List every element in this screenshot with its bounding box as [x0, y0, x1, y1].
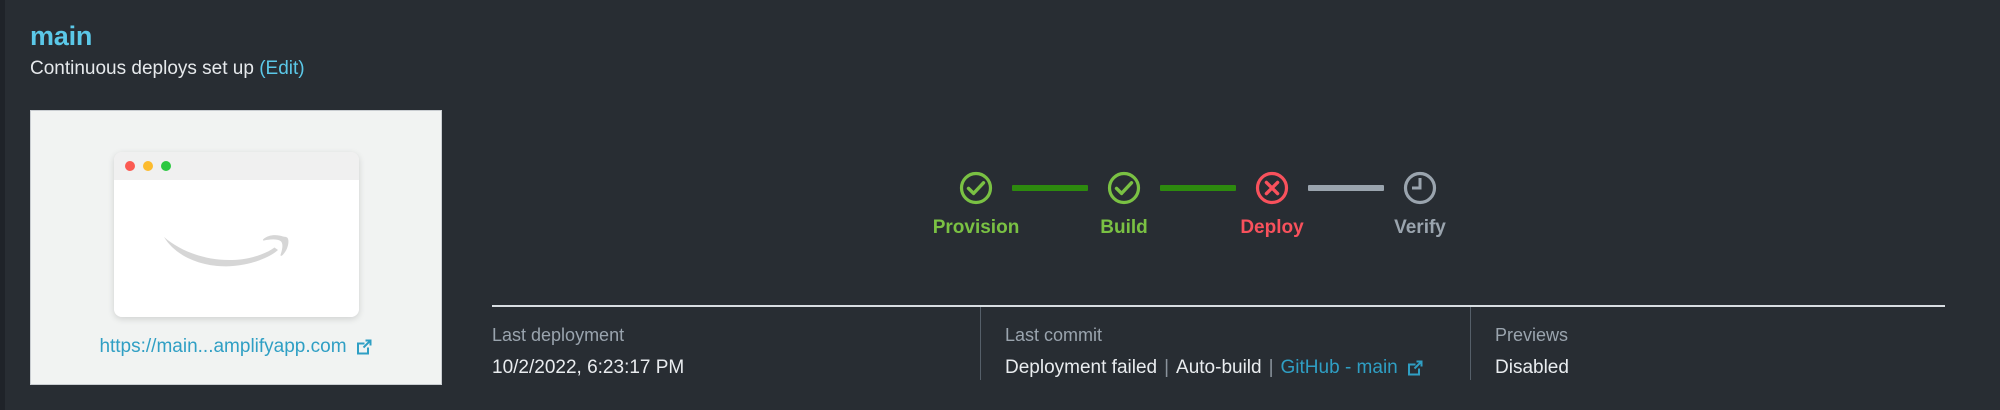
detail-last-deployment: Last deployment 10/2/2022, 6:23:17 PM — [492, 307, 980, 380]
detail-value-last-deployment: 10/2/2022, 6:23:17 PM — [492, 357, 685, 378]
commit-separator-2: | — [1268, 357, 1274, 378]
external-link-icon[interactable] — [355, 338, 373, 356]
branch-subtitle: Continuous deploys set up (Edit) — [30, 57, 730, 81]
pipeline-stage-label-provision: Provision — [932, 217, 1020, 238]
browser-viewport — [113, 180, 359, 317]
detail-label-last-commit: Last commit — [1005, 325, 1103, 345]
check-circle-icon — [958, 170, 994, 206]
check-circle-icon — [1106, 170, 1142, 206]
preview-url-link[interactable]: https://main...amplifyapp.com — [99, 336, 347, 357]
commit-message: Deployment failed — [1005, 357, 1158, 378]
pipeline-stage-label-verify: Verify — [1394, 217, 1446, 238]
clock-icon — [1402, 170, 1438, 206]
window-minimize-dot-icon — [142, 161, 153, 171]
deployment-details-row: Last deployment 10/2/2022, 6:23:17 PM La… — [492, 305, 1945, 380]
deployment-pipeline: Provision Build Deploy — [933, 170, 1456, 239]
left-edge-strip — [0, 0, 5, 410]
pipeline-stage-label-build: Build — [1100, 217, 1148, 238]
branch-header: main Continuous deploys set up (Edit) — [30, 20, 730, 81]
pipeline-stage-deploy[interactable]: Deploy — [1236, 170, 1308, 239]
pipeline-connector-2 — [1160, 185, 1236, 191]
detail-value-previews: Disabled — [1495, 357, 1569, 378]
pipeline-stage-build[interactable]: Build — [1088, 170, 1160, 239]
browser-window-mockup — [113, 152, 359, 317]
x-circle-icon — [1254, 170, 1290, 206]
window-close-dot-icon — [124, 161, 135, 171]
detail-value-last-commit: Deployment failed | Auto-build | GitHub … — [1005, 356, 1470, 380]
amazon-smile-logo-icon — [164, 234, 289, 266]
pipeline-stage-verify[interactable]: Verify — [1384, 170, 1456, 239]
branch-subtitle-text: Continuous deploys set up — [30, 58, 254, 79]
commit-trigger: Auto-build — [1176, 357, 1262, 378]
detail-previews: Previews Disabled — [1470, 307, 1945, 380]
page-title[interactable]: main — [30, 21, 93, 51]
detail-last-commit: Last commit Deployment failed | Auto-bui… — [980, 307, 1470, 380]
preview-url-row[interactable]: https://main...amplifyapp.com — [31, 336, 441, 358]
detail-label-previews: Previews — [1495, 325, 1569, 345]
pipeline-stage-provision[interactable]: Provision — [933, 170, 1019, 239]
pipeline-stage-label-deploy: Deploy — [1240, 217, 1304, 238]
pipeline-connector-1 — [1012, 185, 1088, 191]
pipeline-connector-3 — [1308, 185, 1384, 191]
commit-repo-link[interactable]: GitHub - main — [1280, 357, 1398, 378]
preview-thumbnail-card[interactable]: https://main...amplifyapp.com — [30, 110, 442, 385]
detail-label-last-deployment: Last deployment — [492, 325, 625, 345]
window-maximize-dot-icon — [160, 161, 171, 171]
browser-titlebar — [113, 152, 359, 180]
external-link-icon[interactable] — [1406, 359, 1424, 377]
edit-link[interactable]: (Edit) — [259, 58, 305, 79]
commit-separator-1: | — [1164, 357, 1170, 378]
